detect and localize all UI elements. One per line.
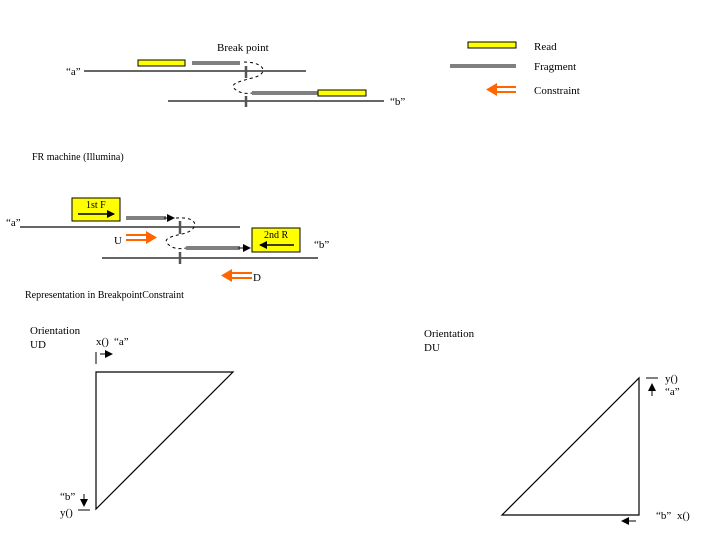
legend-fragment-label: Fragment	[534, 61, 576, 73]
dashed-connector	[165, 217, 196, 250]
seq-b-label: “b”	[314, 239, 329, 251]
y-axis-label: y()	[60, 507, 73, 519]
legend-read-swatch	[467, 41, 517, 49]
legend: Read Fragment Constraint	[450, 41, 580, 97]
x-axis-label: x()	[96, 336, 109, 348]
constraint-d-label: D	[253, 272, 261, 284]
second-read-label: 2nd R	[264, 230, 289, 241]
dashed-connector	[232, 61, 264, 94]
seq-a-label: “a”	[114, 336, 129, 348]
legend-read-label: Read	[534, 41, 557, 53]
constraint-u-arrow-icon	[126, 231, 157, 244]
legend-constraint-label: Constraint	[534, 85, 580, 97]
seq-a-label: “a”	[6, 217, 21, 229]
seq-a-label: “a”	[66, 66, 81, 78]
orientation-du-panel: Orientation DU y() “a” “b” x()	[424, 328, 690, 525]
orientation-du-title-line1: Orientation	[424, 328, 475, 340]
read-bar	[137, 59, 186, 67]
orientation-ud-title-line2: UD	[30, 339, 46, 351]
seq-b-label: “b”	[390, 96, 405, 108]
constraint-triangle	[500, 376, 640, 516]
x-axis-label: x()	[677, 510, 690, 522]
fr-machine-section: “a” “b” 1st F U 2nd R	[6, 197, 329, 284]
first-read-label: 1st F	[86, 200, 106, 211]
seq-a-label: “a”	[665, 386, 680, 398]
seq-b-label: “b”	[656, 510, 671, 522]
break-point-label: Break point	[217, 42, 269, 54]
fr-machine-title: FR machine (Illumina)	[32, 152, 124, 163]
orientation-ud-title-line1: Orientation	[30, 325, 81, 337]
representation-title: Representation in BreakpointConstraint	[25, 290, 184, 301]
seq-b-label: “b”	[60, 491, 75, 503]
constraint-triangle	[95, 371, 235, 511]
read-bar	[317, 89, 367, 97]
top-breakpoint-section: Break point “a” “b”	[66, 42, 405, 108]
legend-constraint-arrow-icon	[486, 83, 516, 96]
orientation-du-title-line2: DU	[424, 342, 440, 354]
constraint-d-arrow-icon	[221, 269, 252, 282]
constraint-u-label: U	[114, 235, 122, 247]
y-axis-label: y()	[665, 373, 678, 385]
orientation-ud-panel: Orientation UD x() “a” “b” y()	[30, 325, 235, 519]
